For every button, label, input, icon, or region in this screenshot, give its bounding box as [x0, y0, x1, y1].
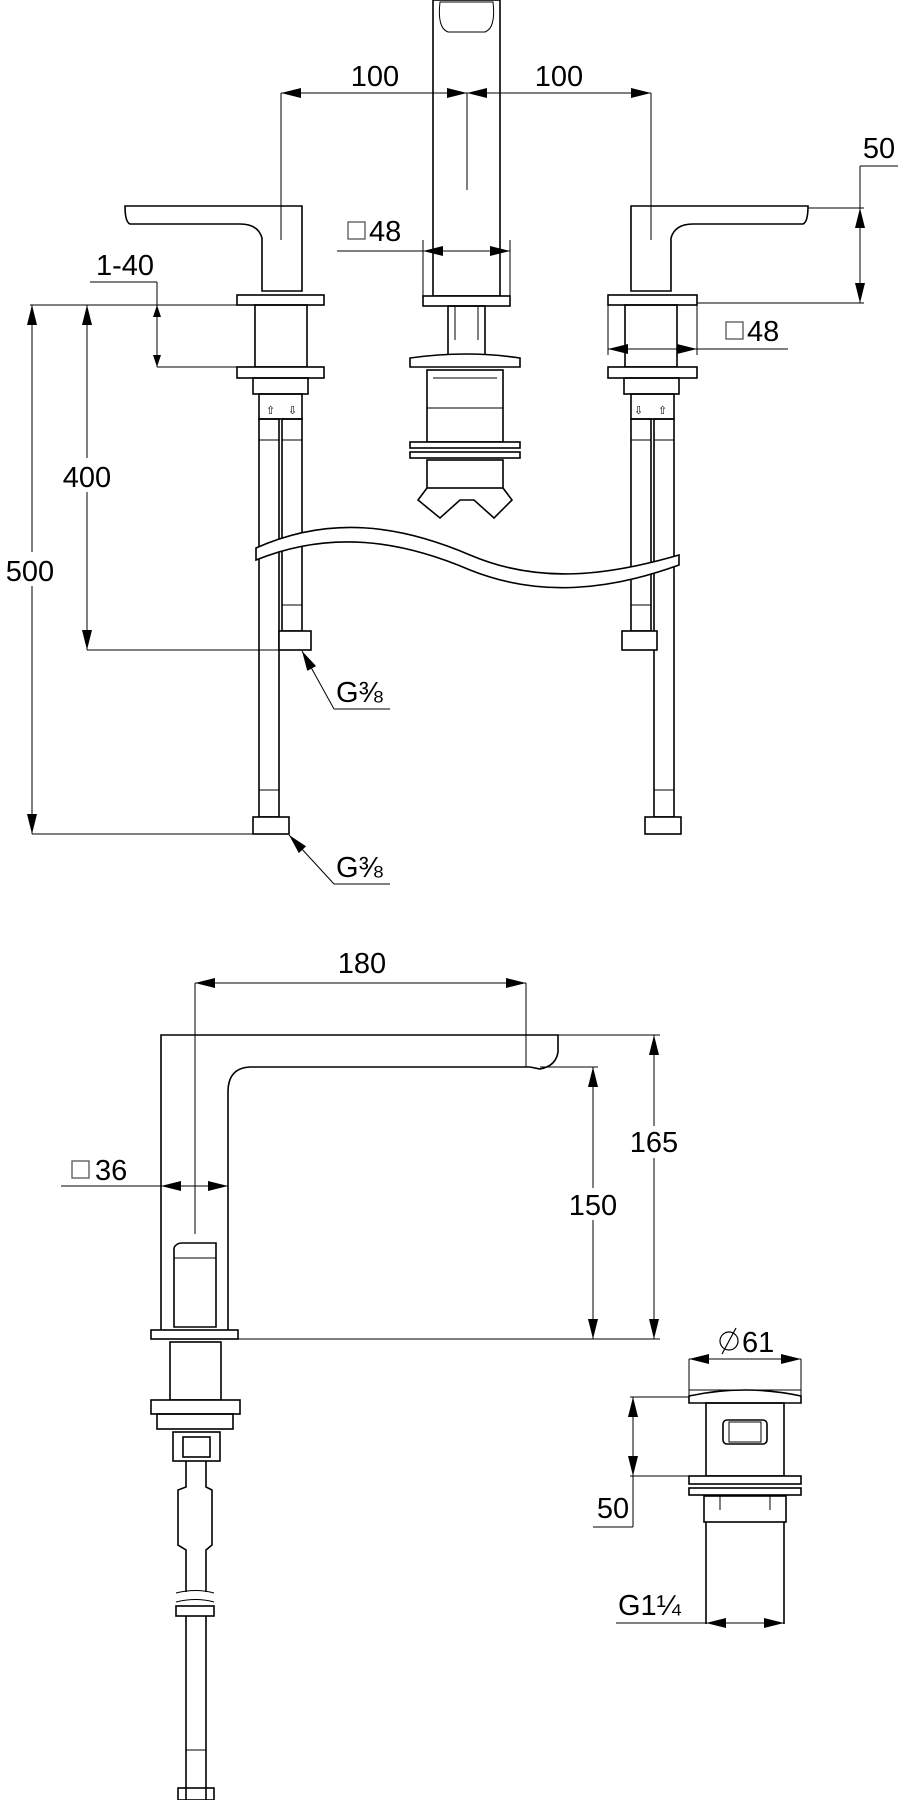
break-line — [255, 526, 680, 589]
dim-lever-height-label: 50 — [863, 133, 895, 165]
dim-deck-thickness: 1-40 — [90, 250, 255, 368]
dim-deck-thickness-label: 1-40 — [96, 250, 154, 282]
center-spout — [409, 0, 521, 520]
dim-spout-reach-label: 180 — [338, 948, 386, 980]
dim-spout-square-side-label: 36 — [95, 1155, 127, 1187]
dim-outlet-height-label: 150 — [569, 1190, 617, 1222]
square-symbol-icon — [71, 1160, 90, 1179]
thread-short-label: G⅜ — [336, 677, 384, 709]
popup-waste: 61 50 G1¼ — [593, 1327, 802, 1628]
dim-head-height: 50 — [593, 1396, 689, 1528]
svg-text:⇩: ⇩ — [288, 405, 297, 417]
dim-waste-thread-label: G1¼ — [618, 1590, 682, 1622]
dim-spacing-right-label: 100 — [535, 61, 583, 93]
dim-valve-square-label: 48 — [747, 316, 779, 348]
dim-waste-thread: G1¼ — [616, 1590, 784, 1628]
side-view: 180 36 150 165 — [61, 948, 681, 1800]
svg-text:⇧: ⇧ — [658, 405, 667, 417]
dim-valve-square: 48 — [607, 305, 788, 355]
dim-head-height-label: 50 — [597, 1493, 629, 1525]
diameter-symbol-icon — [719, 1327, 739, 1355]
thread-long-label: G⅜ — [336, 852, 384, 884]
dim-total-height-label: 165 — [630, 1127, 678, 1159]
square-symbol-icon — [725, 321, 744, 340]
dim-spout-square-label: 48 — [369, 216, 401, 248]
svg-text:⇧: ⇧ — [266, 405, 275, 417]
dim-spout-square: 48 — [337, 216, 511, 296]
right-valve: ⇩⇧ — [607, 205, 809, 835]
dim-short-hose-label: 400 — [63, 462, 111, 494]
left-valve: ⇧⇩ — [124, 205, 325, 835]
front-view: ⇧⇩ ⇩⇧ — [2, 0, 898, 885]
square-symbol-icon — [347, 221, 366, 240]
dim-head-diameter-label: 61 — [742, 1327, 774, 1359]
dim-spacing-left-label: 100 — [351, 61, 399, 93]
dim-lever-height: 50 — [697, 133, 898, 304]
thread-callouts: G⅜ G⅜ — [288, 650, 390, 885]
svg-text:⇩: ⇩ — [634, 405, 643, 417]
dim-long-hose-label: 500 — [6, 556, 54, 588]
dim-heights: 150 165 — [238, 1034, 681, 1340]
dim-spacing: 100 100 — [280, 61, 652, 240]
dim-spout-reach: 180 — [194, 948, 527, 1234]
dim-spout-square-side: 36 — [61, 1155, 228, 1191]
dim-head-diameter: 61 — [688, 1327, 802, 1396]
dim-hose-lengths: 400 500 — [2, 304, 279, 835]
